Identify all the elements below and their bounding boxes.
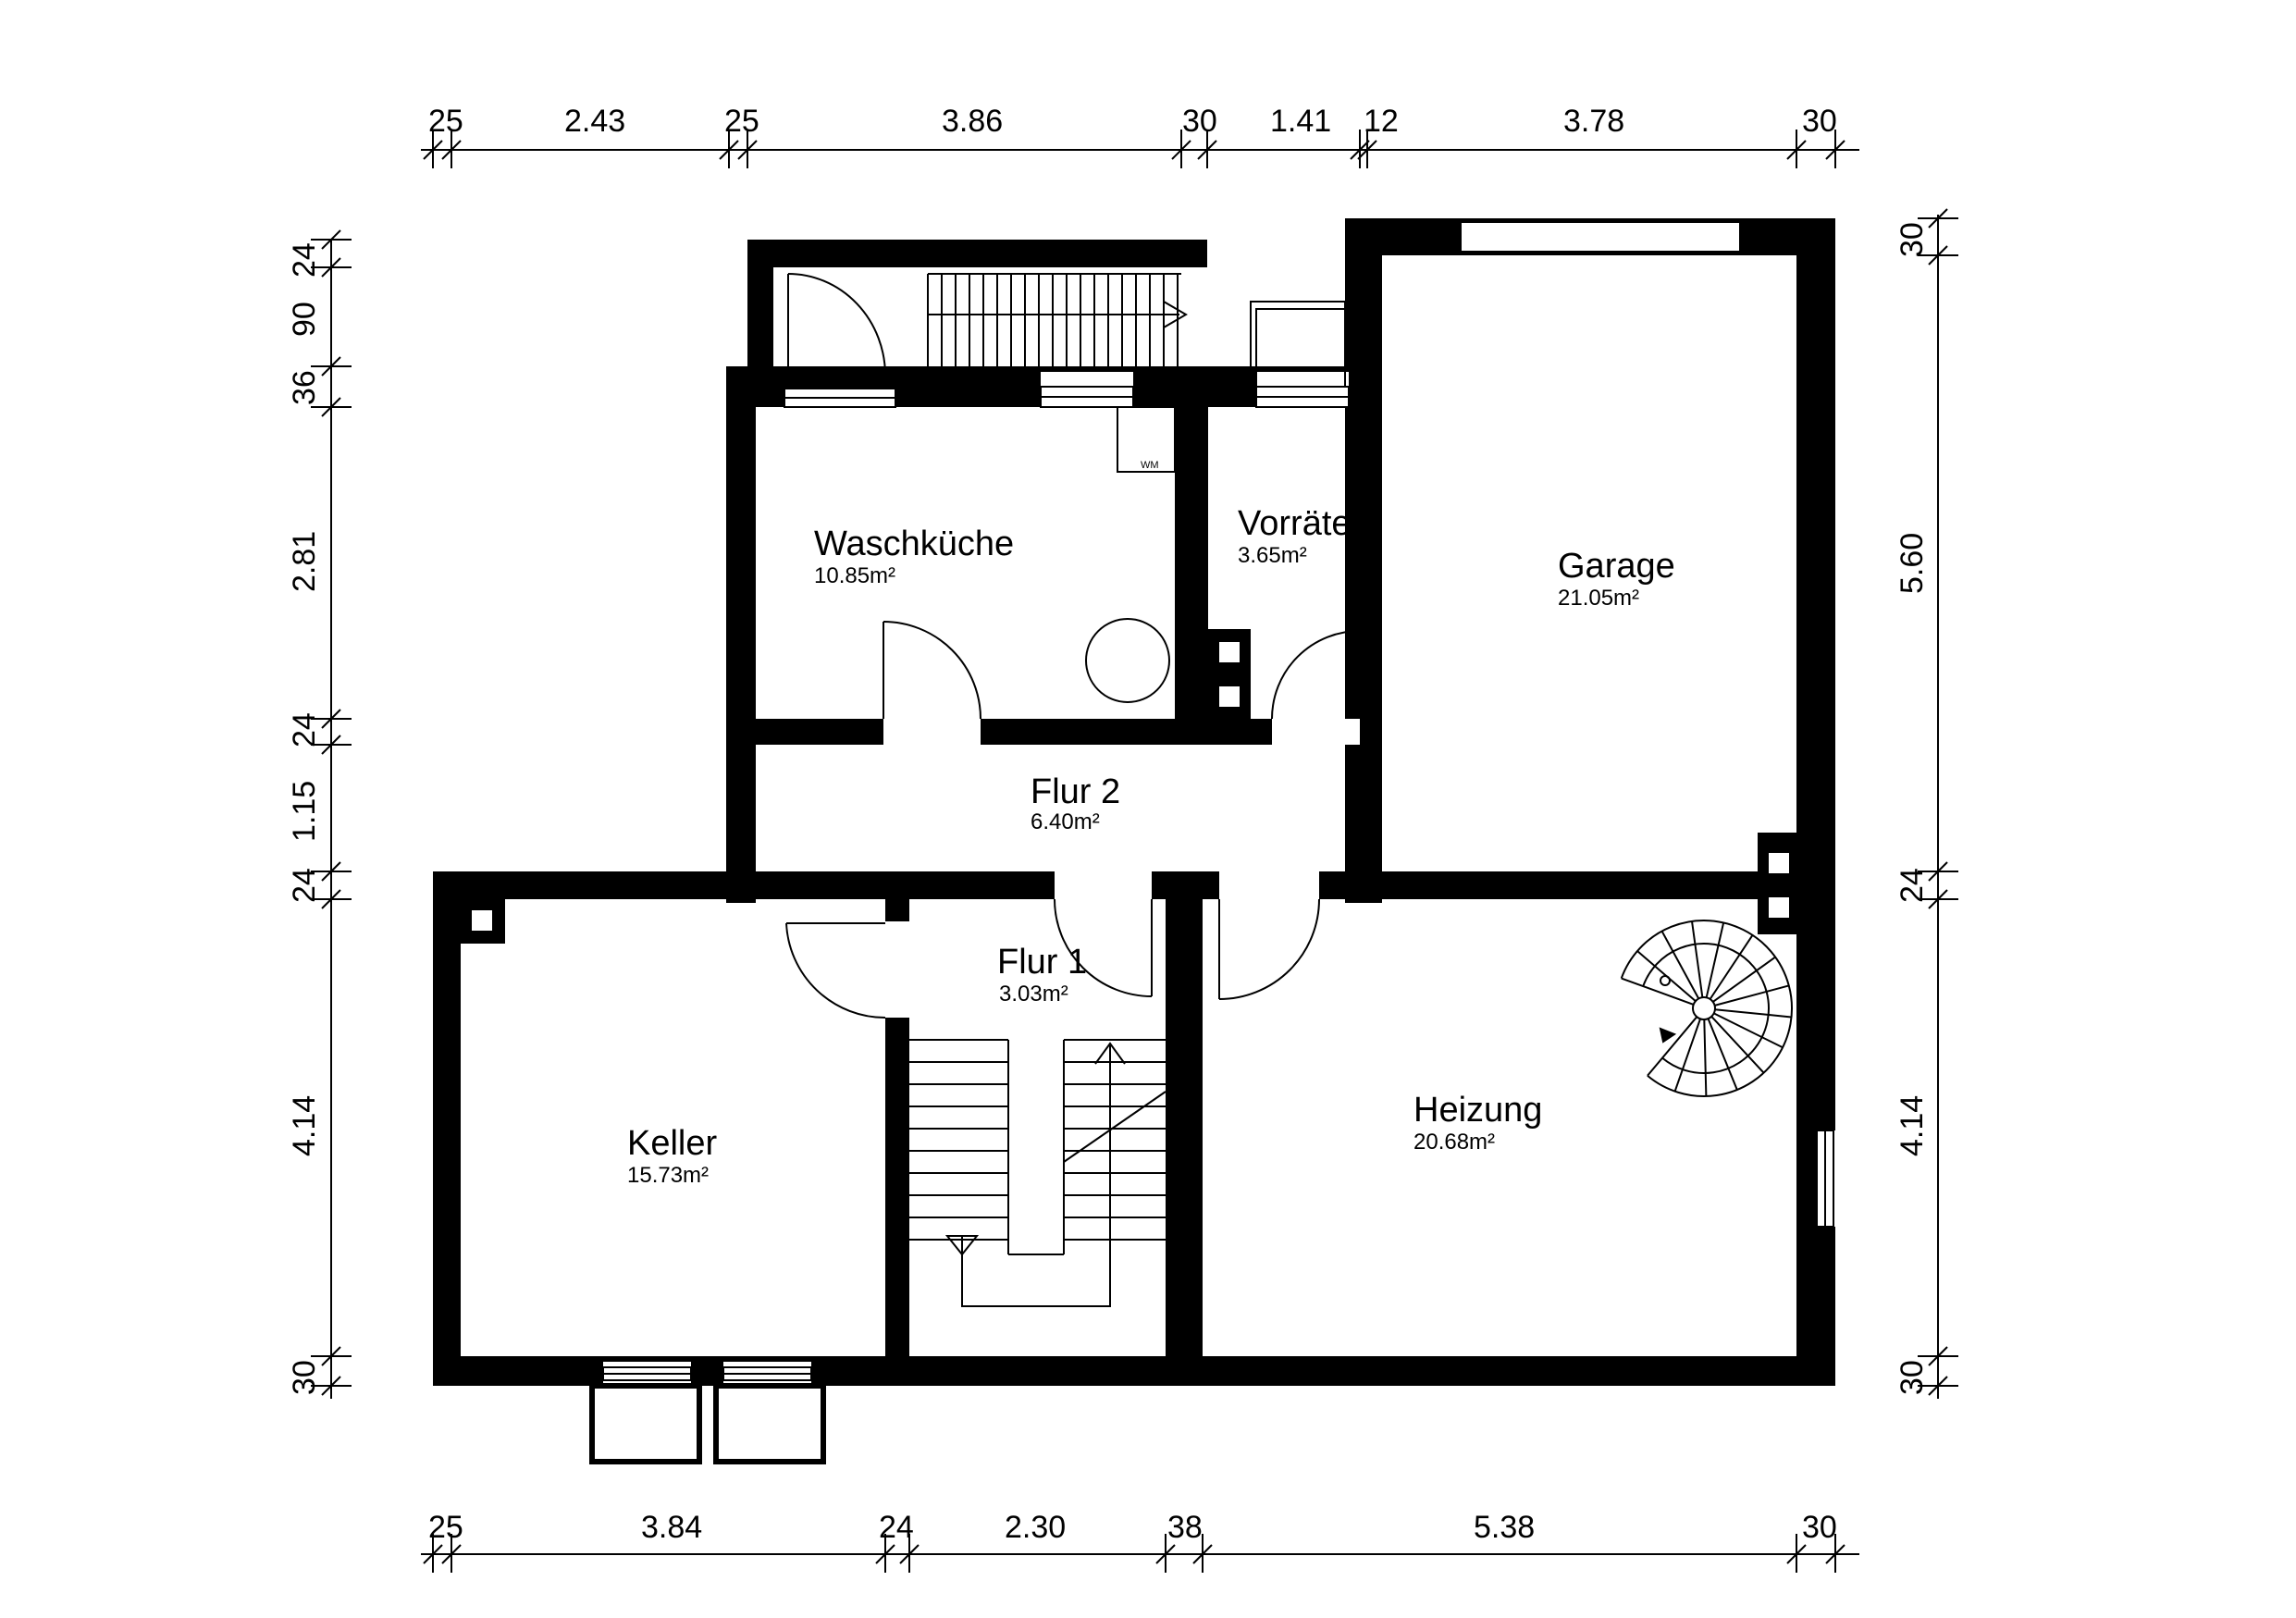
dim-top-2: 25 (724, 104, 759, 139)
wall-openings (472, 222, 1837, 1386)
room-area-waschkueche: 10.85m² (814, 563, 895, 588)
dim-right-4: 30 (1895, 1360, 1930, 1395)
doors (785, 273, 1361, 1019)
credit-text: www.grundriss.com (438, 1271, 452, 1384)
room-name-waschkueche: Waschküche (814, 525, 1014, 563)
dim-left-6: 24 (287, 868, 322, 903)
dim-top-7: 3.78 (1563, 104, 1624, 139)
top-stairs (927, 273, 1188, 371)
dim-left-2: 36 (287, 370, 322, 405)
room-name-flur1: Flur 1 (997, 943, 1087, 982)
dim-left-3: 2.81 (287, 531, 322, 592)
room-area-keller: 15.73m² (627, 1163, 709, 1188)
dim-bottom-0: 25 (428, 1510, 463, 1545)
room-area-vorraete: 3.65m² (1238, 543, 1307, 568)
spiral-stair (1620, 920, 1793, 1097)
room-area-garage: 21.05m² (1558, 586, 1639, 611)
room-area-flur1: 3.03m² (999, 982, 1068, 1007)
flur1-stairs (909, 1039, 1167, 1307)
dim-top: 25 2.43 25 3.86 30 1.41 12 3.78 30 (428, 104, 1837, 139)
dimension-lines (330, 149, 1939, 1555)
room-labels: Waschküche 10.85m² Vorräte 3.65m² Garage… (627, 504, 1675, 1188)
dim-bottom-1: 3.84 (641, 1510, 702, 1545)
room-area-flur2: 6.40m² (1031, 809, 1100, 834)
dim-right-0: 30 (1895, 222, 1930, 257)
entry-frame (1250, 301, 1346, 388)
dim-left-0: 24 (287, 242, 322, 278)
dim-top-3: 3.86 (942, 104, 1003, 139)
wm-label: WM (1141, 460, 1159, 471)
dim-top-4: 30 (1182, 104, 1217, 139)
dim-bottom-5: 5.38 (1474, 1510, 1535, 1545)
dim-right-2: 24 (1895, 868, 1930, 903)
room-name-garage: Garage (1558, 547, 1675, 586)
light-wells (589, 1356, 826, 1464)
dim-bottom-2: 24 (879, 1510, 914, 1545)
washing-machine (1117, 406, 1176, 473)
dim-bottom: 25 3.84 24 2.30 38 5.38 30 (428, 1510, 1837, 1545)
dim-left-7: 4.14 (287, 1095, 322, 1156)
dim-left-4: 24 (287, 712, 322, 747)
dim-top-0: 25 (428, 104, 463, 139)
room-name-vorraete: Vorräte (1238, 504, 1352, 543)
dim-top-8: 30 (1802, 104, 1837, 139)
window-frames (602, 221, 1834, 1381)
dim-right-3: 4.14 (1895, 1095, 1930, 1156)
room-area-heizung: 20.68m² (1413, 1130, 1495, 1155)
dim-top-5: 1.41 (1270, 104, 1331, 139)
dim-right: 30 5.60 24 4.14 30 (1895, 222, 1930, 1395)
dim-left: 24 90 36 2.81 24 1.15 24 4.14 30 (287, 242, 322, 1395)
dimension-ticks (311, 130, 1958, 1573)
dim-left-5: 1.15 (287, 781, 322, 842)
room-name-heizung: Heizung (1413, 1091, 1542, 1130)
dim-bottom-6: 30 (1802, 1510, 1837, 1545)
dim-bottom-4: 38 (1167, 1510, 1203, 1545)
dim-left-8: 30 (287, 1360, 322, 1395)
dim-top-6: 12 (1364, 104, 1399, 139)
dim-left-1: 90 (287, 302, 322, 337)
room-name-flur2: Flur 2 (1031, 772, 1120, 811)
dim-top-1: 2.43 (564, 104, 625, 139)
dim-right-1: 5.60 (1895, 533, 1930, 594)
dim-bottom-3: 2.30 (1005, 1510, 1066, 1545)
drain-circle (1085, 618, 1170, 703)
room-name-keller: Keller (627, 1124, 717, 1163)
